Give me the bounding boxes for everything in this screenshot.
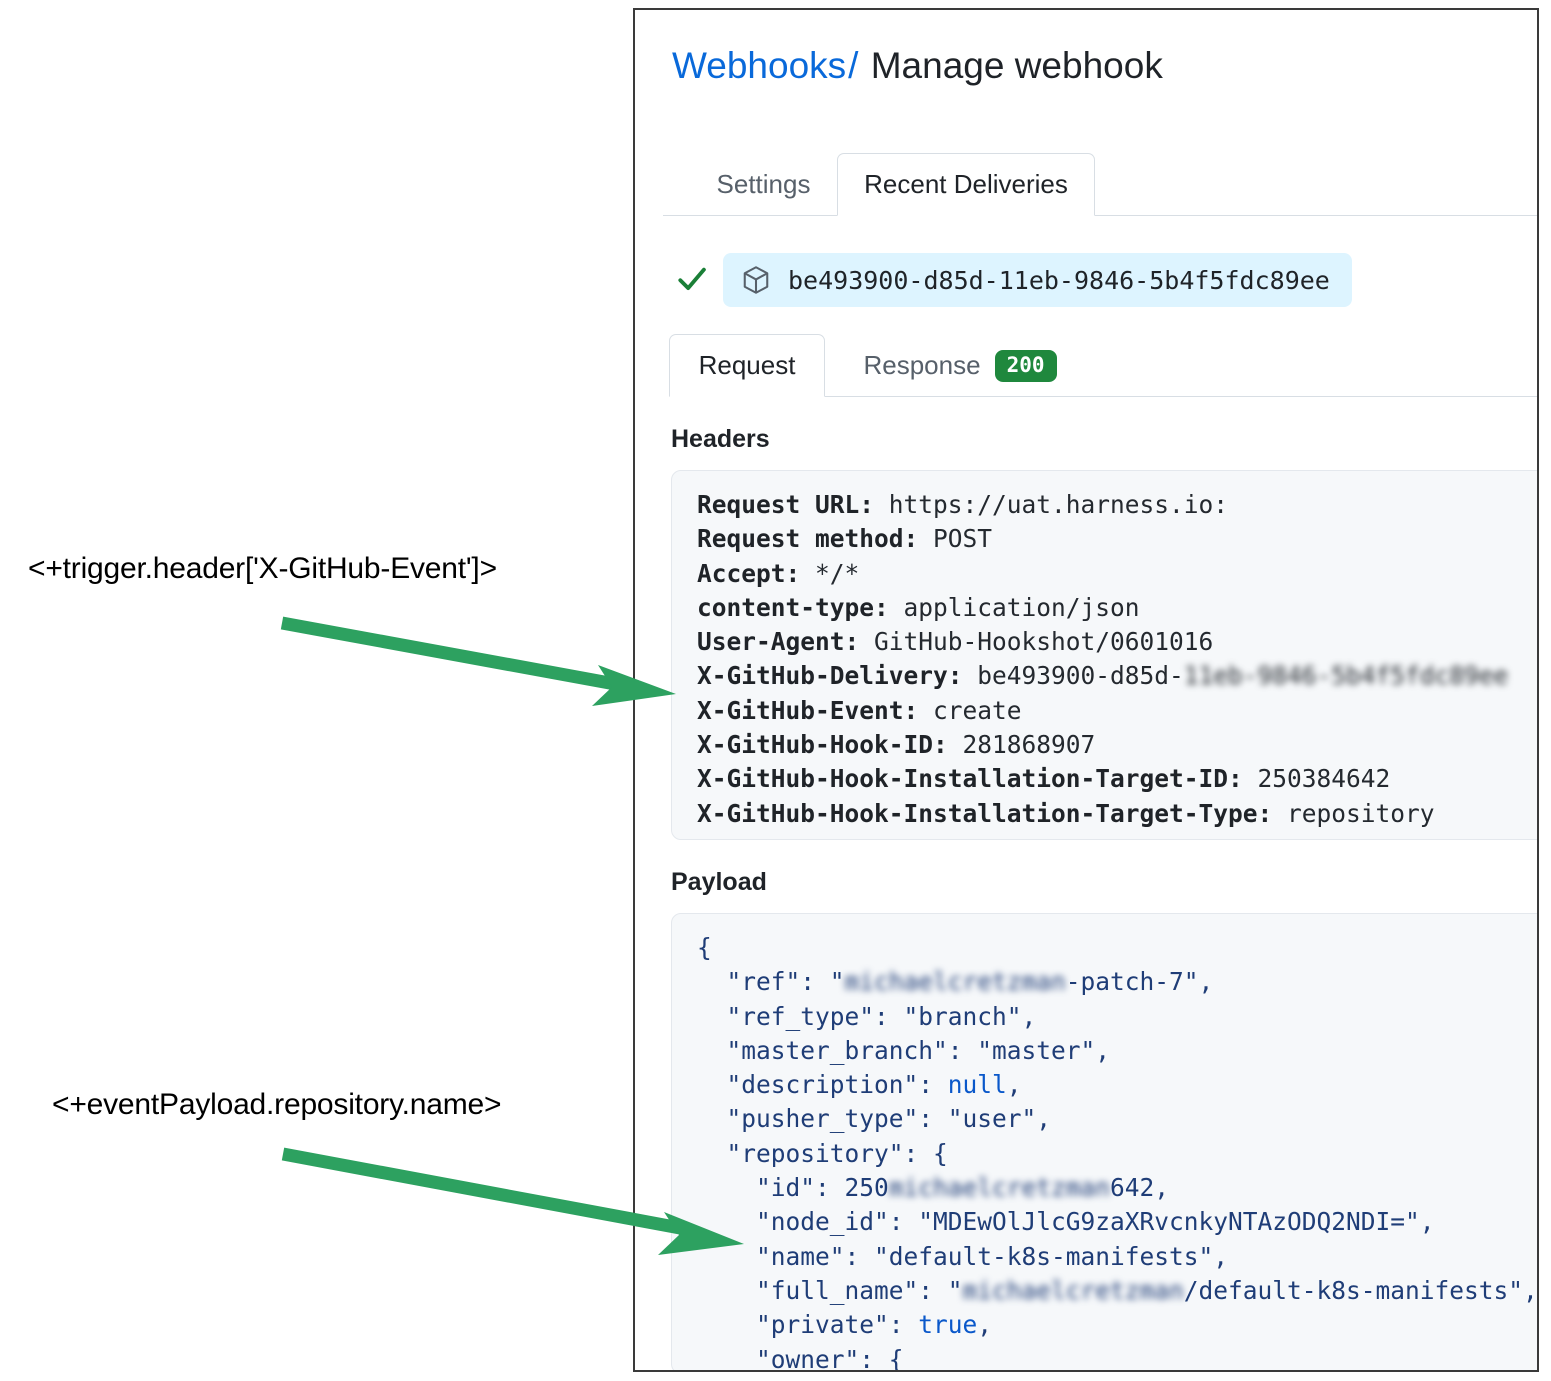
page-title: Manage webhook	[870, 45, 1163, 86]
json-keyword: true	[918, 1310, 978, 1340]
header-key: User-Agent:	[697, 627, 860, 657]
json-text: "pusher_type": "user",	[697, 1104, 1052, 1134]
payload-line: "ref_type": "branch",	[697, 1000, 1537, 1034]
header-line: X-GitHub-Hook-Installation-Target-ID: 25…	[697, 762, 1537, 796]
header-value: */*	[800, 558, 860, 588]
json-text: "description":	[697, 1070, 948, 1100]
json-text: -patch-7",	[1065, 967, 1214, 997]
redacted-value: michaelcretzman	[962, 1275, 1184, 1305]
json-keyword: null	[947, 1070, 1007, 1100]
header-value: be493900-d85d-	[962, 661, 1184, 691]
payload-line: "name": "default-k8s-manifests",	[697, 1240, 1537, 1274]
header-key: X-GitHub-Delivery:	[697, 661, 963, 691]
header-value: 250384642	[1242, 764, 1391, 794]
annotation-arrow-1	[280, 616, 676, 706]
payload-line: "master_branch": "master",	[697, 1034, 1537, 1068]
header-line: content-type: application/json	[697, 591, 1537, 625]
header-value-redacted: 11eb-9846-5b4f5fdc89ee	[1183, 661, 1509, 691]
headers-section-title: Headers	[671, 425, 770, 453]
header-value: application/json	[888, 592, 1140, 622]
cube-icon	[743, 266, 769, 294]
breadcrumb-separator: /	[848, 45, 859, 86]
redacted-value: michaelcretzman	[844, 967, 1066, 997]
breadcrumb: Webhooks/ Manage webhook	[672, 43, 1163, 89]
header-line: User-Agent: GitHub-Hookshot/0601016	[697, 625, 1537, 659]
json-text: ,	[1006, 1070, 1022, 1100]
json-text: 642,	[1110, 1173, 1170, 1203]
header-line: Accept: */*	[697, 557, 1537, 591]
header-line: X-GitHub-Hook-ID: 281868907	[697, 728, 1537, 762]
sub-tab-bar-rule	[669, 396, 1537, 397]
header-value: repository	[1272, 798, 1435, 828]
json-text: "ref": "	[697, 967, 845, 997]
header-key: X-GitHub-Hook-ID:	[697, 730, 948, 760]
tab-request[interactable]: Request	[669, 334, 825, 397]
header-line: X-GitHub-Event: create	[697, 694, 1537, 728]
header-value: POST	[918, 524, 993, 554]
json-text: "node_id": "MDEwOlJlcG9zaXRvcnkyNTAzODQ2…	[697, 1207, 1435, 1237]
payload-line: "full_name": "michaelcretzman/default-k8…	[697, 1274, 1537, 1308]
tab-bar-request-response: Request Response 200	[635, 333, 1537, 397]
json-text: "master_branch": "master",	[697, 1035, 1111, 1065]
header-line: Request method: POST	[697, 522, 1537, 556]
json-text: ,	[977, 1310, 993, 1340]
json-text: "private":	[697, 1310, 919, 1340]
header-line: Request URL: https://uat.harness.io:	[697, 488, 1537, 522]
header-line: X-GitHub-Hook-Installation-Target-Type: …	[697, 797, 1537, 831]
header-line: X-GitHub-Delivery: be493900-d85d-11eb-98…	[697, 659, 1537, 693]
tab-response-label: Response	[863, 350, 981, 380]
payload-line: "description": null,	[697, 1068, 1537, 1102]
payload-line: "id": 250michaelcretzman642,	[697, 1171, 1537, 1205]
breadcrumb-link-webhooks[interactable]: Webhooks	[672, 45, 847, 86]
status-badge: 200	[994, 349, 1057, 382]
payload-line: "ref": "michaelcretzman-patch-7",	[697, 965, 1537, 999]
header-value: GitHub-Hookshot/0601016	[859, 627, 1214, 657]
header-value: https://uat.harness.io:	[874, 490, 1229, 519]
delivery-id-chip[interactable]: be493900-d85d-11eb-9846-5b4f5fdc89ee	[723, 253, 1352, 307]
header-key: content-type:	[697, 592, 889, 622]
tab-settings[interactable]: Settings	[716, 169, 811, 199]
header-key: Request method:	[697, 524, 919, 554]
payload-code-block: { "ref": "michaelcretzman-patch-7", "ref…	[671, 913, 1537, 1370]
headers-code-block: Request URL: https://uat.harness.io:Requ…	[671, 470, 1537, 840]
json-text: /default-k8s-manifests",	[1183, 1275, 1537, 1305]
tab-bar-main: Settings Recent Deliveries	[635, 140, 1537, 216]
webhook-delivery-panel: Webhooks/ Manage webhook Settings Recent…	[633, 8, 1539, 1372]
payload-line: "owner": {	[697, 1343, 1537, 1370]
tab-bar-rule	[663, 215, 1537, 216]
annotation-label-event-payload: <+eventPayload.repository.name>	[52, 1088, 502, 1121]
payload-line: {	[697, 931, 1537, 965]
json-text: "full_name": "	[697, 1275, 963, 1305]
redacted-value: michaelcretzman	[888, 1173, 1111, 1203]
payload-line: "pusher_type": "user",	[697, 1102, 1537, 1136]
payload-section-title: Payload	[671, 868, 767, 896]
header-value: create	[918, 695, 1022, 725]
payload-line: "private": true,	[697, 1308, 1537, 1342]
check-icon	[678, 267, 706, 291]
header-key: Request URL:	[697, 490, 875, 519]
header-key: X-GitHub-Event:	[697, 695, 919, 725]
header-key: X-GitHub-Hook-Installation-Target-ID:	[697, 764, 1243, 794]
json-text: "repository": {	[697, 1138, 948, 1168]
json-text: "ref_type": "branch",	[697, 1001, 1037, 1031]
json-text: "id": 250	[697, 1173, 889, 1203]
annotation-label-trigger-header: <+trigger.header['X-GitHub-Event']>	[28, 552, 497, 585]
header-key: Accept:	[697, 558, 801, 588]
payload-line: "repository": {	[697, 1137, 1537, 1171]
delivery-id-text: be493900-d85d-11eb-9846-5b4f5fdc89ee	[788, 265, 1330, 295]
payload-line: "node_id": "MDEwOlJlcG9zaXRvcnkyNTAzODQ2…	[697, 1205, 1537, 1239]
header-key: X-GitHub-Hook-Installation-Target-Type:	[697, 798, 1273, 828]
json-text: "name": "default-k8s-manifests",	[697, 1241, 1229, 1271]
tab-response[interactable]: Response 200	[826, 334, 1094, 397]
header-value: 281868907	[947, 730, 1096, 760]
json-text: "owner": {	[697, 1344, 904, 1370]
json-text: {	[697, 933, 712, 962]
tab-recent-deliveries[interactable]: Recent Deliveries	[837, 153, 1095, 216]
